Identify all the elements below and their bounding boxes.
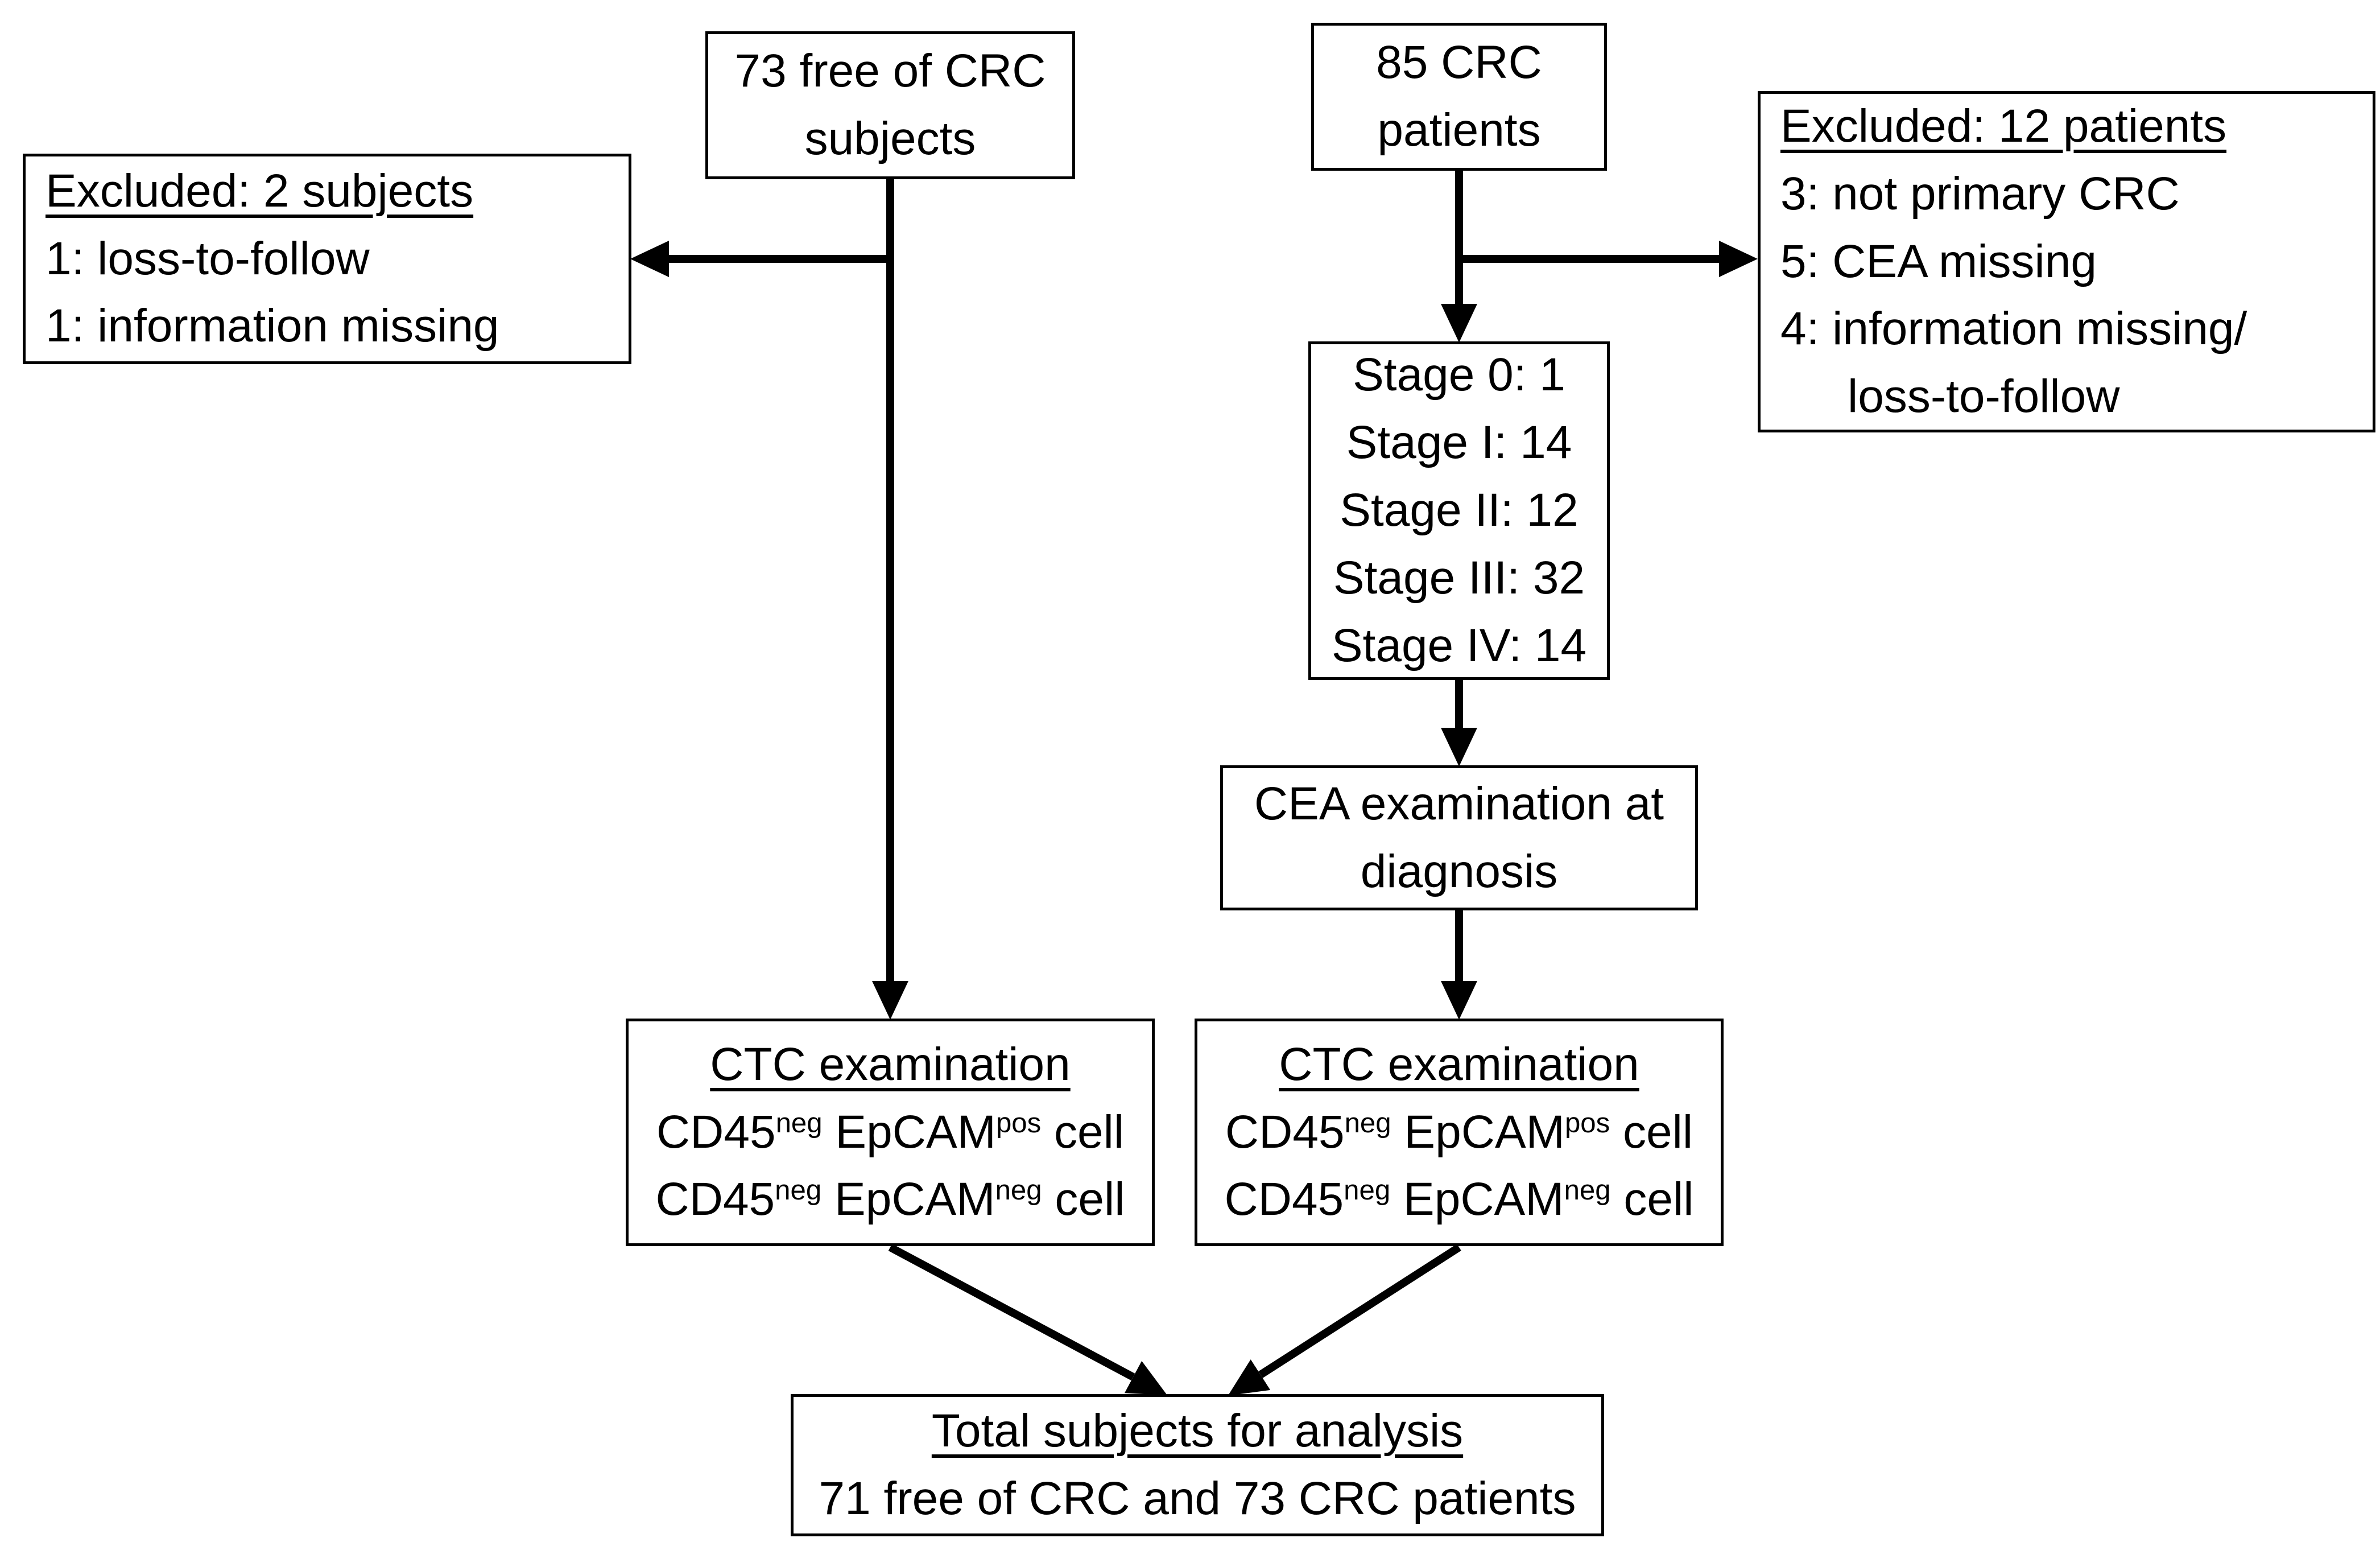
excluded-crc-item-1: 3: not primary CRC xyxy=(1780,167,2180,220)
ctc-left-title: CTC examination xyxy=(710,1038,1071,1090)
stage-0-line: Stage 0: 1 xyxy=(1353,349,1565,401)
excluded-free-subjects-box: Excluded: 2 subjects 1: loss-to-follow 1… xyxy=(23,154,631,364)
excluded-free-item-2: 1: information missing xyxy=(46,300,499,352)
stage-4-line: Stage IV: 14 xyxy=(1331,619,1587,671)
stage-distribution-box: Stage 0: 1 Stage I: 14 Stage II: 12 Stag… xyxy=(1308,341,1610,680)
free-of-crc-line-1: 73 free of CRC xyxy=(734,45,1046,97)
total-title: Total subjects for analysis xyxy=(931,1405,1464,1457)
ctc-examination-left-box: CTC examination CD45neg EpCAMpos cell CD… xyxy=(626,1019,1155,1246)
cea-line-1: CEA examination at xyxy=(1254,777,1664,830)
crc-patients-box: 85 CRC patients xyxy=(1311,23,1607,171)
ctc-right-line-2: CD45neg EpCAMneg cell xyxy=(1224,1173,1694,1226)
stage-3-line: Stage III: 32 xyxy=(1333,551,1585,604)
ctc-examination-right-box: CTC examination CD45neg EpCAMpos cell CD… xyxy=(1195,1019,1724,1246)
excluded-crc-item-4: loss-to-follow xyxy=(1848,370,2120,423)
total-subjects-box: Total subjects for analysis 71 free of C… xyxy=(791,1394,1604,1536)
cea-line-2: diagnosis xyxy=(1360,845,1558,897)
arrow-ctc-right-to-total xyxy=(1228,1244,1461,1396)
ctc-right-line-1: CD45neg EpCAMpos cell xyxy=(1225,1106,1693,1158)
ctc-right-title: CTC examination xyxy=(1279,1038,1639,1090)
free-of-crc-subjects-box: 73 free of CRC subjects xyxy=(705,31,1075,179)
excluded-crc-item-3: 4: information missing/ xyxy=(1780,303,2247,355)
ctc-left-line-2: CD45neg EpCAMneg cell xyxy=(655,1173,1125,1226)
stage-1-line: Stage I: 14 xyxy=(1346,417,1572,469)
crc-patients-line-2: patients xyxy=(1377,104,1541,156)
excluded-crc-item-2: 5: CEA missing xyxy=(1780,235,2097,287)
total-line: 71 free of CRC and 73 CRC patients xyxy=(819,1473,1576,1524)
cea-examination-box: CEA examination at diagnosis xyxy=(1220,765,1698,910)
ctc-left-line-1: CD45neg EpCAMpos cell xyxy=(656,1106,1125,1158)
free-of-crc-line-2: subjects xyxy=(804,113,976,164)
arrow-ctc-left-to-total xyxy=(888,1243,1167,1396)
excluded-crc-patients-box: Excluded: 12 patients 3: not primary CRC… xyxy=(1758,91,2375,432)
excluded-free-item-1: 1: loss-to-follow xyxy=(46,232,370,285)
excluded-free-title: Excluded: 2 subjects xyxy=(46,164,474,217)
crc-patients-line-1: 85 CRC xyxy=(1376,36,1542,89)
stage-2-line: Stage II: 12 xyxy=(1340,484,1579,537)
excluded-crc-title: Excluded: 12 patients xyxy=(1780,100,2227,152)
